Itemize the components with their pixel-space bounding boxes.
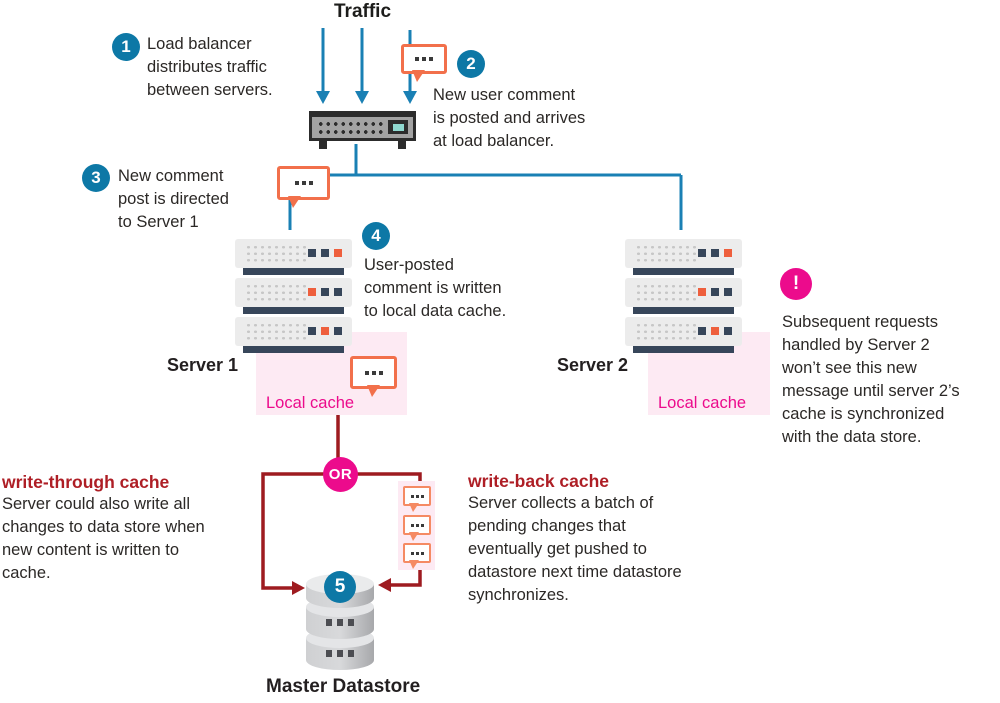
step-2-text: New user comment is posted and arrives a… [433,86,586,150]
comment-bubble-icon [401,44,447,82]
warning-icon: ! [780,268,812,300]
cache-arrowheads [292,578,391,595]
step-4-number: 4 [371,226,381,245]
server-rail [243,268,344,275]
step-1-text: Load balancer distributes traffic betwee… [147,35,273,99]
or-node: OR [323,457,358,492]
datastore-label: Master Datastore [266,676,421,697]
lb-screen [388,120,408,134]
bubble-tail-icon [412,70,425,82]
traffic-arrows [321,28,412,92]
server-unit [235,278,352,307]
arrowhead-down-icon [403,91,417,104]
step-4-badge: 4 [362,222,390,250]
step-5-number: 5 [334,576,346,597]
lb-top-bar [309,111,416,117]
server-leds [693,327,732,335]
step-2-badge: 2 [457,50,485,78]
step-2-number: 2 [466,54,476,73]
or-label: OR [328,466,353,483]
server-unit [235,239,352,268]
ellipsis-dots-icon [363,370,384,375]
server-unit [625,239,742,268]
server2-local-cache-label: Local cache [658,394,747,412]
write-through-heading: write-through cache [2,472,170,492]
distribution-wires [288,144,683,230]
step-4-text: User-posted comment is written to local … [364,256,507,320]
write-through-wire [261,472,324,590]
traffic-arrowheads [316,91,417,104]
server-unit [235,317,352,346]
comment-bubble-icon [403,486,431,512]
bubble-tail-icon [409,503,419,512]
server-leds [693,288,732,296]
server-leds [693,249,732,257]
step-3-text: New comment post is directed to Server 1 [118,167,229,231]
bubble-tail-icon [409,560,419,569]
server-unit [625,278,742,307]
ellipsis-dots-icon [410,523,425,527]
datastore-icon [303,572,377,685]
server-leds [303,327,342,335]
ellipsis-dots-icon [410,551,425,555]
arrowhead-down-icon [316,91,330,104]
comment-bubble-icon [350,356,397,397]
write-back-heading: write-back cache [468,471,610,491]
bubble-tail-icon [409,532,419,541]
lb-body [309,117,416,141]
server1-local-cache-label: Local cache [266,394,355,412]
bubble-tail-icon [288,196,301,208]
ellipsis-dots-icon [414,57,435,61]
server2-icon [625,239,742,356]
comment-bubble-icon [277,166,330,208]
lb-ports [317,120,385,136]
server1-label: Server 1 [167,355,239,375]
server-leds [303,288,342,296]
server-leds [303,249,342,257]
write-through-text: Server could also write all changes to d… [2,495,205,582]
server1-icon [235,239,352,356]
warning-glyph: ! [792,273,800,294]
step-3-badge: 3 [82,164,110,192]
server-vents [635,244,699,263]
arrowhead-left-icon [378,578,391,592]
datastore-cylinders [306,574,374,670]
server-rail [243,346,344,353]
step-5-badge: 5 [324,571,356,603]
traffic-title: Traffic [334,1,392,22]
server-vents [635,283,699,302]
write-back-text: Server collects a batch of pending chang… [468,494,682,604]
ellipsis-dots-icon [410,494,425,498]
server-rail [633,346,734,353]
server-vents [245,244,309,263]
step-3-number: 3 [91,168,101,187]
server-rail [633,307,734,314]
server-rail [633,268,734,275]
step-1-number: 1 [121,37,131,56]
arrowhead-right-icon [292,581,305,595]
warning-text: Subsequent requests handled by Server 2 … [782,313,960,446]
bubble-tail-icon [367,385,380,397]
comment-bubble-icon [403,543,431,569]
cache-wires [261,415,422,590]
server2-label: Server 2 [557,355,629,375]
server-vents [245,283,309,302]
server-rail [243,307,344,314]
server-vents [635,322,699,341]
load-balancer-icon [309,111,416,149]
server-unit [625,317,742,346]
comment-bubble-icon [403,515,431,541]
lb-feet [309,141,416,149]
arrowhead-down-icon [355,91,369,104]
step-1-badge: 1 [112,33,140,61]
server-vents [245,322,309,341]
ellipsis-dots-icon [293,181,314,185]
